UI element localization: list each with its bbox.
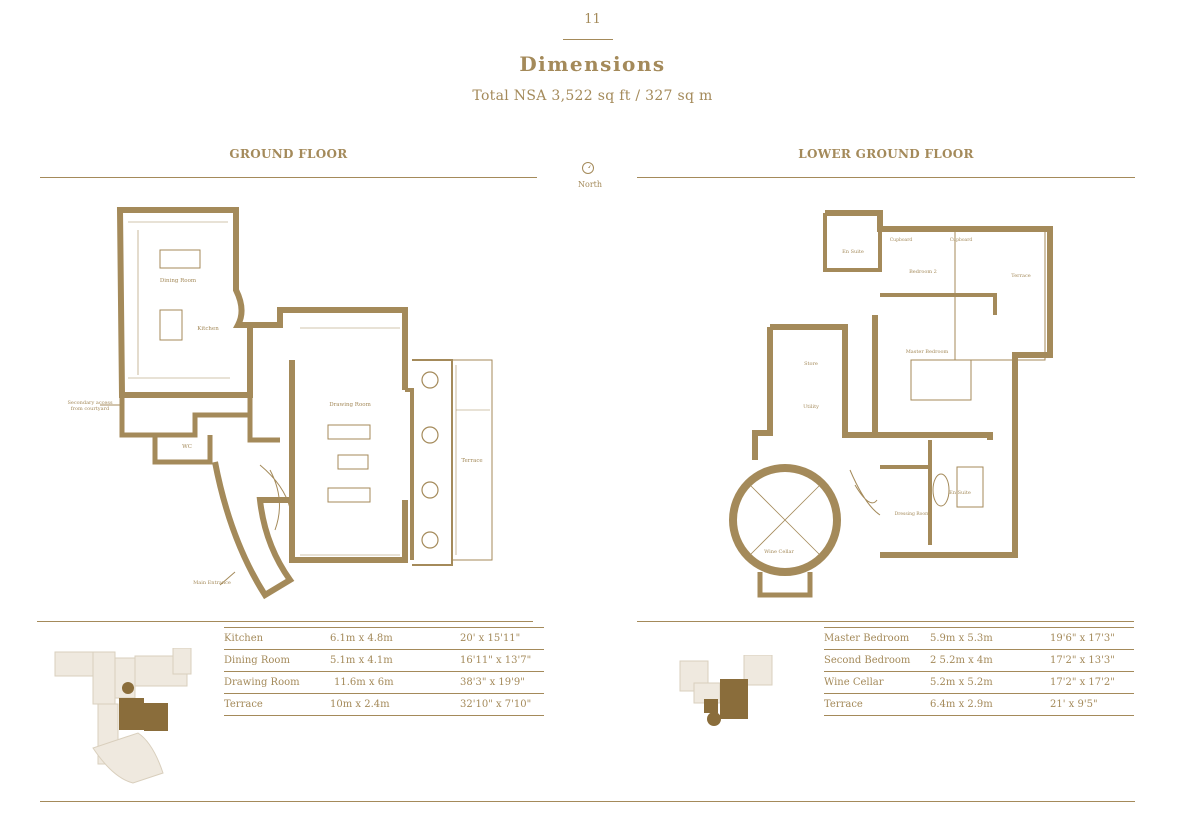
label-terrace-lower: Terrace <box>1011 273 1030 279</box>
room-name: Kitchen <box>224 627 324 650</box>
lower-ground-floor-heading: LOWER GROUND FLOOR <box>798 147 974 161</box>
ground-floor-plan-drawing: Dining Room Kitchen Drawing Room Terrace… <box>67 207 493 600</box>
room-metric: 6.1m x 4.8m <box>324 627 460 650</box>
label-wc: WC <box>182 444 192 450</box>
room-metric: 11.6m x 6m <box>324 671 460 694</box>
lower-floor-dimensions-table: Master Bedroom 5.9m x 5.3m 19'6" x 17'3"… <box>824 627 1134 716</box>
room-metric: 6.4m x 2.9m <box>930 693 1050 716</box>
north-arrow-icon <box>582 162 594 174</box>
label-secondary-access-1: Secondary access <box>67 400 113 406</box>
label-master-bedroom: Master Bedroom <box>906 349 949 355</box>
label-terrace: Terrace <box>461 458 482 464</box>
room-name: Terrace <box>824 693 930 716</box>
room-imperial: 21' x 9'5" <box>1050 693 1134 716</box>
label-wine-cellar: Wine Cellar <box>764 549 794 555</box>
label-cupboard-1: Cupboard <box>890 237 913 243</box>
lower-floor-table-rule <box>637 621 1134 622</box>
label-utility: Utility <box>803 404 819 410</box>
table-row: Dining Room 5.1m x 4.1m 16'11" x 13'7" <box>224 649 544 672</box>
page-title: Dimensions <box>519 52 666 76</box>
page-subtitle: Total NSA 3,522 sq ft / 327 sq m <box>472 88 713 104</box>
table-row: Wine Cellar 5.2m x 5.2m 17'2" x 17'2" <box>824 671 1134 694</box>
table-row: Kitchen 6.1m x 4.8m 20' x 15'11" <box>224 627 544 650</box>
page-number: 11 <box>584 12 601 27</box>
lower-ground-floor-plan-drawing: En Suite Cupboard Cupboard Bedroom 2 Ter… <box>729 210 1053 598</box>
room-metric: 10m x 2.4m <box>324 693 460 716</box>
lower-ground-floor-plan: En Suite Cupboard Cupboard Bedroom 2 Ter… <box>715 205 1060 605</box>
bottom-rule <box>40 801 1135 802</box>
room-imperial: 16'11" x 13'7" <box>460 649 544 672</box>
ground-floor-key-plan-drawing <box>54 647 192 784</box>
label-kitchen: Kitchen <box>197 326 219 332</box>
north-label: North <box>578 180 603 189</box>
ground-floor-plan: Dining Room Kitchen Drawing Room Terrace… <box>60 200 520 600</box>
lower-floor-key-plan <box>678 654 778 739</box>
ground-floor-dimensions-table: Kitchen 6.1m x 4.8m 20' x 15'11" Dining … <box>224 627 544 716</box>
label-dressing-room: Dressing Room <box>895 511 930 517</box>
ground-floor-rule <box>40 177 537 178</box>
room-name: Terrace <box>224 693 324 716</box>
room-imperial: 38'3" x 19'9" <box>460 671 544 694</box>
room-imperial: 32'10" x 7'10" <box>460 693 544 716</box>
room-metric: 2 5.2m x 4m <box>930 649 1050 672</box>
ground-floor-table-rule <box>37 621 533 622</box>
room-metric: 5.1m x 4.1m <box>324 649 460 672</box>
table-row: Terrace 10m x 2.4m 32'10" x 7'10" <box>224 693 544 716</box>
table-row: Drawing Room 11.6m x 6m 38'3" x 19'9" <box>224 671 544 694</box>
room-imperial: 19'6" x 17'3" <box>1050 627 1134 650</box>
lower-ground-floor-rule <box>637 177 1135 178</box>
label-dining-room: Dining Room <box>160 278 197 284</box>
room-metric: 5.2m x 5.2m <box>930 671 1050 694</box>
room-name: Wine Cellar <box>824 671 930 694</box>
label-en-suite-top: En Suite <box>842 249 864 255</box>
page-number-rule <box>563 39 613 40</box>
room-imperial: 17'2" x 13'3" <box>1050 649 1134 672</box>
room-name: Drawing Room <box>224 671 324 694</box>
lower-floor-key-plan-drawing <box>679 654 773 726</box>
label-bedroom-2: Bedroom 2 <box>909 269 937 275</box>
label-store: Store <box>804 361 818 367</box>
room-metric: 5.9m x 5.3m <box>930 627 1050 650</box>
room-name: Master Bedroom <box>824 627 930 650</box>
label-cupboard-2: Cupboard <box>950 237 973 243</box>
room-imperial: 17'2" x 17'2" <box>1050 671 1134 694</box>
compass: North <box>578 160 602 189</box>
label-main-entrance: Main Entrance <box>193 580 231 586</box>
label-en-suite: En Suite <box>949 490 971 496</box>
label-drawing-room: Drawing Room <box>329 402 371 408</box>
room-imperial: 20' x 15'11" <box>460 627 544 650</box>
ground-floor-key-plan <box>53 647 193 792</box>
room-name: Second Bedroom <box>824 649 930 672</box>
label-secondary-access-2: from courtyard <box>71 406 110 412</box>
ground-floor-heading: GROUND FLOOR <box>229 147 348 161</box>
table-row: Second Bedroom 2 5.2m x 4m 17'2" x 13'3" <box>824 649 1134 672</box>
table-row: Terrace 6.4m x 2.9m 21' x 9'5" <box>824 693 1134 716</box>
room-name: Dining Room <box>224 649 324 672</box>
table-row: Master Bedroom 5.9m x 5.3m 19'6" x 17'3" <box>824 627 1134 650</box>
